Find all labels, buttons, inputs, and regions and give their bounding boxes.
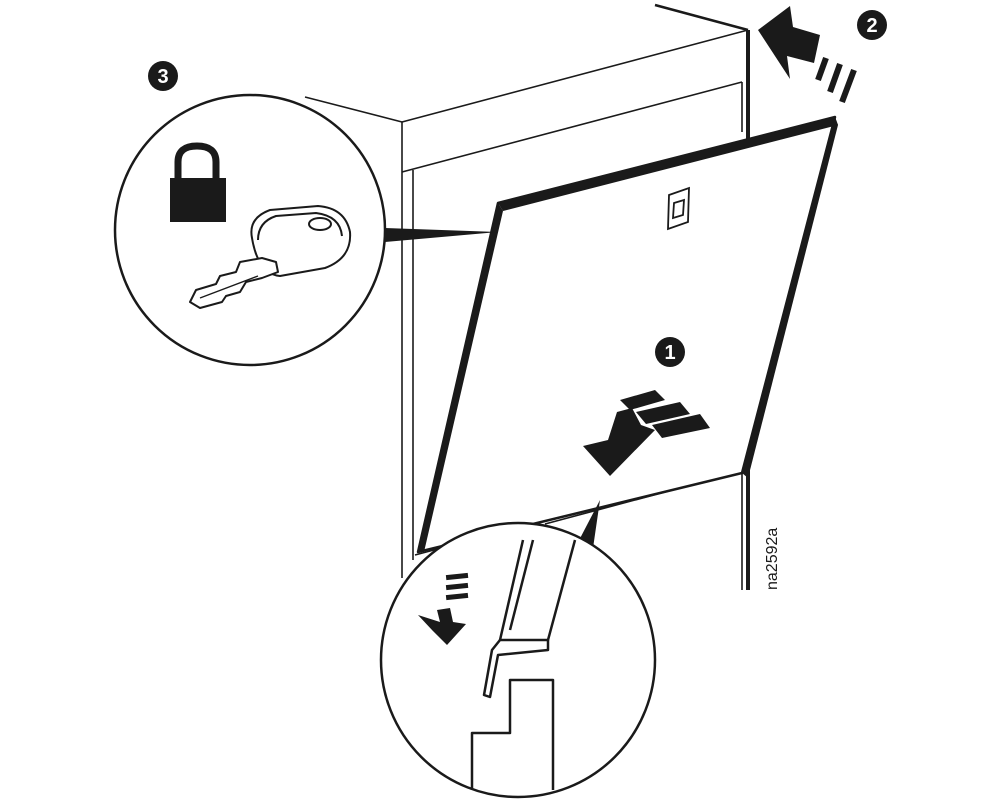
cabinet-inner-top [401,81,743,173]
hinge-down-arrow [418,572,469,645]
cabinet-top-face [304,29,749,123]
step-1-arrow [583,390,710,476]
step-2-arrow [758,6,857,104]
padlock-body [170,178,226,222]
arrow-motion-line-1 [620,390,665,410]
arrow-icon [418,608,466,645]
arrow-motion-line-3 [839,68,857,104]
hinge-panel-edge [498,539,577,642]
door-panel [416,115,838,554]
step-badge-1: 1 [655,337,685,367]
door-panel-face [416,115,837,554]
arrow-motion-line-1 [815,56,829,82]
door-panel-top-thickness [498,117,838,211]
callout-hinge-detail [379,500,657,799]
arrow-motion-line-1 [445,572,469,581]
cabinet-top-edge [654,3,749,32]
arrow-motion-line-3 [445,592,469,601]
panel-latch-outer [667,186,690,231]
arrow-icon [583,408,655,476]
callout-hinge-circle [379,521,657,799]
callout-lock-circle [113,93,387,367]
arrow-icon [758,6,820,79]
panel-latch-inner [672,198,685,220]
key-blade-groove [199,275,259,299]
padlock-icon [170,142,226,222]
arrow-motion-line-2 [636,402,690,424]
arrow-motion-line-3 [652,414,710,438]
callout-lock-key [113,93,498,367]
step-badge-2: 2 [857,10,887,40]
panel-latch [667,186,690,231]
step-badge-3: 3 [148,61,178,91]
step-badge-2-label: 2 [866,15,877,37]
key-hole [308,217,332,231]
key-head-rim [257,212,343,241]
hinge-step-bracket [470,678,555,790]
arrow-motion-line-2 [445,582,469,591]
key-blade [189,257,279,309]
hinge-lip [482,639,550,699]
figure-id-label: na2592a [764,528,781,590]
key-icon [189,205,352,309]
hinge-profile [470,539,577,790]
door-panel-right-thickness [742,117,838,478]
step-badge-1-label: 1 [664,342,675,364]
callout-lock-pointer [385,228,498,242]
hinge-panel-edge-inner [508,539,535,631]
door-panel-left-thickness [418,203,503,552]
arrow-motion-line-2 [827,62,843,94]
step-badge-3-label: 3 [157,66,168,88]
padlock-shackle [174,142,220,178]
